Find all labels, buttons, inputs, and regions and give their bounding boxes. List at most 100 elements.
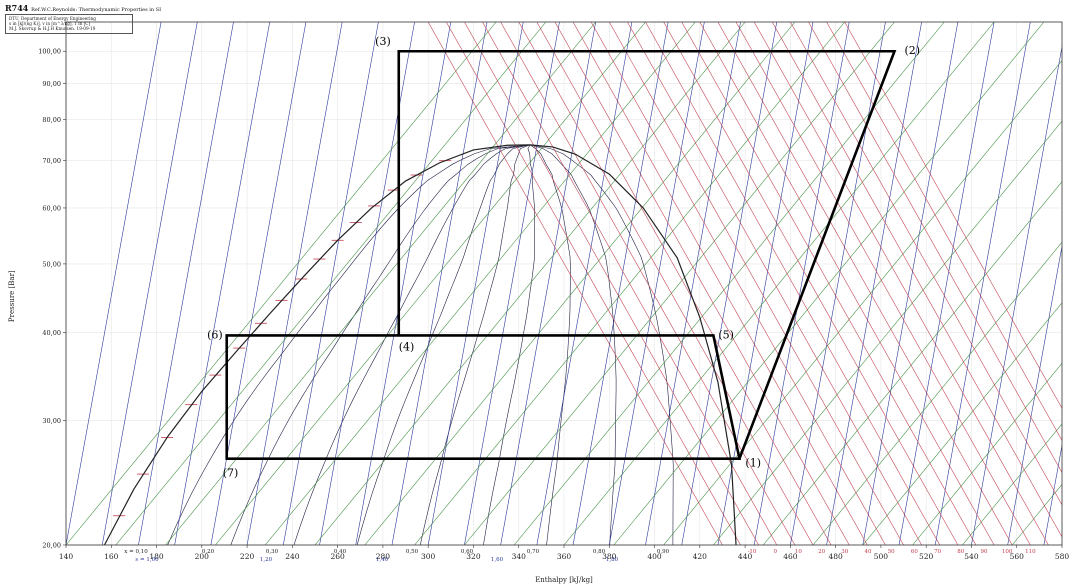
isentropic-line [934,22,1031,545]
isochore-line [464,22,895,545]
temperature-label: 60 [911,549,918,555]
isochore-line [115,22,547,545]
x-tick-label: 480 [828,552,843,561]
isochore-line [812,241,1062,545]
quality-line [230,144,531,545]
isotherm-line [609,22,904,545]
x-tick-label: 220 [240,552,255,561]
quality-label: 0,40 [334,549,347,555]
temperature-label: 100 [1002,549,1013,555]
isotherm-line [645,22,941,545]
isentropic-line [174,22,271,545]
x-tick-label: 320 [466,552,481,561]
isotherm-line [717,22,1013,545]
y-tick-label: 80,00 [42,116,61,124]
isentropic-line [1043,443,1062,545]
quality-label: 0,50 [406,549,419,555]
temperature-label: -10 [748,549,757,555]
isotherm-line [464,22,759,545]
x-tick-label: 180 [149,552,164,561]
y-tick-label: 50,00 [42,260,61,268]
isochore-line [1011,484,1062,545]
isentropic-line [1007,244,1062,545]
state-point-label: (7) [223,467,239,480]
quality-label: 0,70 [527,549,540,555]
isotherm-line [790,22,1062,506]
y-tick-label: 90,00 [42,80,61,88]
x-tick-label: 160 [104,552,119,561]
x-tick-label: 520 [919,552,934,561]
quality-label: 0,80 [593,549,606,555]
quality-line [483,144,535,545]
isentropic-line [826,22,922,545]
x-tick-label: 260 [330,552,345,561]
cycle-group [225,49,897,460]
isochore-line [912,362,1062,545]
isochore-line [563,22,995,545]
temperature-label: 80 [957,549,964,555]
axes [63,21,1063,548]
temperature-label: 30 [841,549,848,555]
isentropic-line [753,22,850,545]
isotherm-line [808,22,1062,474]
x-tick-label: 420 [693,552,708,561]
isochore-line [264,22,696,545]
temperature-label: 0 [773,549,777,555]
quality-label: 0,60 [461,549,474,555]
entropy-label: 1,20 [260,557,273,563]
x-tick-label: 580 [1055,552,1070,561]
isotherm-line [663,22,959,545]
isentropic-line [464,22,560,545]
quality-line [529,144,571,545]
y-tick-label: 20,00 [42,542,61,550]
isotherm-line [699,22,995,545]
saturation-dome [103,144,737,546]
isotherm-line [753,22,1049,545]
x-tick-label: 200 [195,552,210,561]
isochore-line [513,22,945,545]
state-point-label: (1) [745,457,761,470]
isochore-line [962,423,1062,545]
isochore-line [663,60,1062,545]
isotherm-line [735,22,1031,545]
state-point-label: (3) [375,35,391,48]
entropy-label: 1,80 [606,557,619,563]
y-tick-label: 30,00 [42,417,61,425]
isentropic-line [862,22,959,545]
temperature-label: 10 [795,549,802,555]
isochore-line [66,22,497,545]
isotherm-line [844,22,1062,409]
x-tick-label: 140 [59,552,74,561]
y-tick-label: 40,00 [42,329,61,337]
info-box: DTU, Department of Energy Engineering s … [5,14,133,34]
isotherm-line [554,22,850,545]
info-line: M.J. Skovrup & H.J.H Knudsen. 19-09-19 [9,26,96,32]
isotherm-line [518,22,814,545]
isochore-line [762,181,1062,545]
x-tick-label: 360 [557,552,572,561]
x-tick-label: 240 [285,552,300,561]
quality-label: 0,90 [657,549,670,555]
temperature-label: 70 [934,549,941,555]
isentropic-line [66,22,162,545]
isentropic-line [608,22,705,545]
isotherm-line [482,22,778,545]
temperature-label: 90 [981,549,988,555]
quality-line [356,144,531,545]
entropy-label: 1,60 [491,557,504,563]
chart-subtitle: Ref.W.C.Reynolds: Thermodynamic Properti… [31,7,162,13]
x-tick-label: 500 [874,552,889,561]
isochore-line [1061,544,1062,545]
isentropic-line [572,22,669,545]
temperature-label: 20 [818,549,825,555]
isotherm-line [590,22,886,545]
chart-header: R744 Ref.W.C.Reynolds: Thermodynamic Pro… [5,3,161,34]
isochore-line [314,22,746,545]
x-tick-label: 280 [376,552,391,561]
y-axis-label: Pressure [Bar] [8,270,16,322]
entropy-label: s = 1,00 [135,557,159,563]
isochore-line [713,120,1062,545]
temperature-label: 40 [865,549,872,555]
